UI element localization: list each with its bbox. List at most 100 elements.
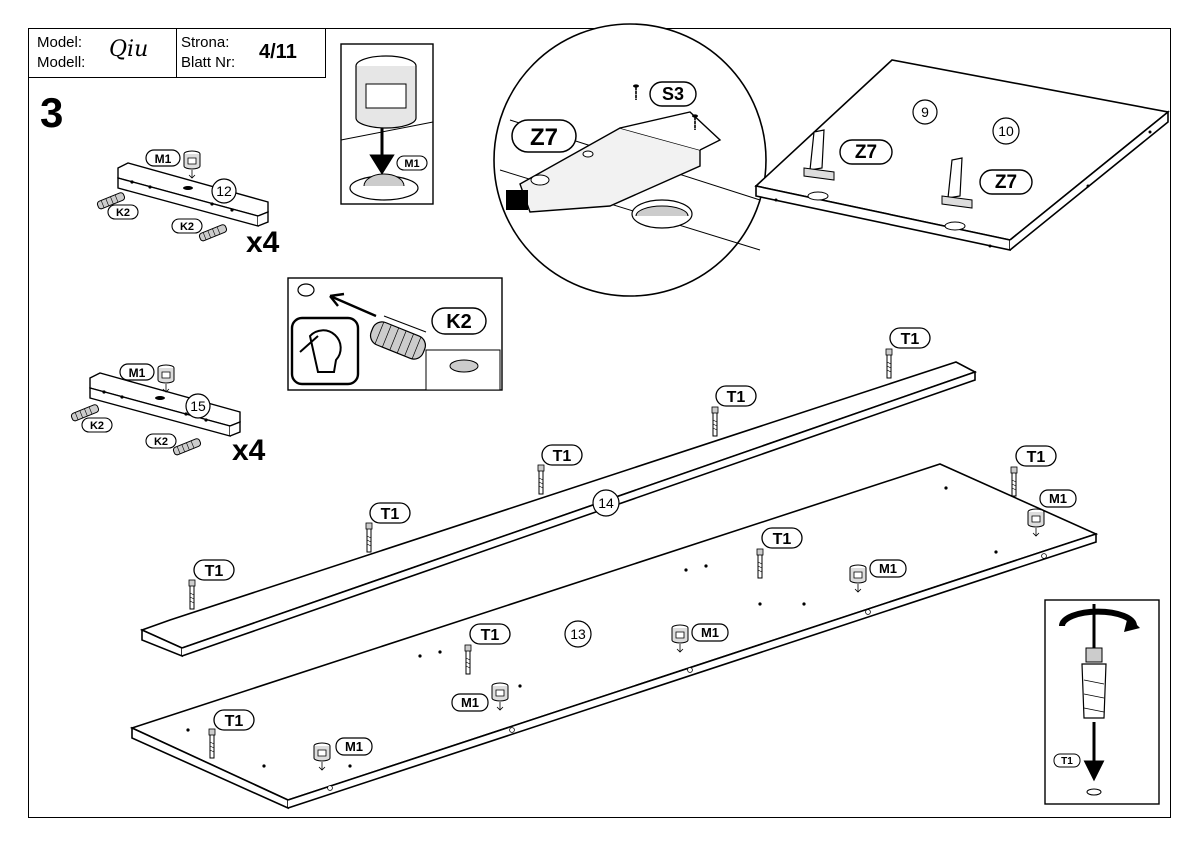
svg-text:T1: T1 <box>1061 756 1073 767</box>
part-label-10: 10 <box>992 117 1020 145</box>
svg-text:10: 10 <box>998 123 1014 139</box>
tag-t1-small: T1 <box>1053 753 1081 768</box>
svg-text:Z7: Z7 <box>995 172 1017 193</box>
t1-connector <box>365 522 373 553</box>
m1-cam-fitting <box>157 364 175 393</box>
svg-text:M1: M1 <box>461 695 479 710</box>
tag-s3: S3 <box>649 81 697 107</box>
svg-text:M1: M1 <box>404 158 419 170</box>
part-12-rail <box>117 162 269 227</box>
svg-text:12: 12 <box>216 183 232 199</box>
strona-label: Strona: <box>181 34 230 51</box>
t1-connector <box>711 406 719 437</box>
multiplier-part12: x4 <box>246 226 280 259</box>
svg-text:K2: K2 <box>446 311 472 333</box>
svg-text:T1: T1 <box>1027 449 1046 466</box>
svg-text:Z7: Z7 <box>855 142 877 163</box>
page-number: 4/11 <box>259 41 297 63</box>
multiplier-part15: x4 <box>232 434 266 467</box>
tag-k2: K2 <box>107 204 139 220</box>
svg-text:M1: M1 <box>155 152 172 166</box>
tag-k2: K2 <box>145 433 177 449</box>
svg-text:M1: M1 <box>1049 491 1067 506</box>
tag-t1: T1 <box>213 709 255 731</box>
part-label-15: 15 <box>185 393 211 419</box>
svg-text:T1: T1 <box>481 627 500 644</box>
svg-text:K2: K2 <box>180 221 194 233</box>
svg-text:T1: T1 <box>553 448 572 465</box>
svg-text:M1: M1 <box>129 366 146 380</box>
tag-k2: K2 <box>171 218 203 234</box>
t1-connector <box>464 644 472 675</box>
svg-text:14: 14 <box>598 495 614 511</box>
detail-cam-insert <box>340 43 434 205</box>
t1-connector <box>188 579 196 610</box>
model-cell: Model: Modell: Qiu <box>29 29 177 77</box>
z7-hinge <box>941 157 973 209</box>
t1-connector <box>537 464 545 495</box>
k2-dowel <box>172 437 202 457</box>
svg-text:9: 9 <box>921 104 929 120</box>
step-number: 3 <box>40 89 64 136</box>
tag-t1: T1 <box>1015 445 1057 467</box>
hardware-labels: M1 M1 M1 M1 M1 M1 M1 M1 K2 K2 K2 K2 K2 T… <box>81 81 1081 768</box>
tag-k2-large: K2 <box>431 307 487 335</box>
t1-connector <box>885 348 893 379</box>
svg-text:K2: K2 <box>154 436 168 448</box>
tag-t1: T1 <box>469 623 511 645</box>
tag-t1: T1 <box>193 559 235 581</box>
svg-text:13: 13 <box>570 626 586 642</box>
tag-m1: M1 <box>119 363 155 381</box>
svg-text:T1: T1 <box>205 563 224 580</box>
tag-t1: T1 <box>715 385 757 407</box>
svg-text:T1: T1 <box>727 389 746 406</box>
tag-m1: M1 <box>145 149 181 167</box>
blatt-label: Blatt Nr: <box>181 54 236 71</box>
svg-text:K2: K2 <box>116 207 130 219</box>
detail-screwdriver <box>1044 599 1160 805</box>
modell-label: Modell: <box>37 54 86 71</box>
tag-t1: T1 <box>761 527 803 549</box>
tag-m1: M1 <box>396 155 428 171</box>
tag-t1: T1 <box>369 502 411 524</box>
tag-z7: Z7 <box>979 169 1033 195</box>
tag-m1: M1 <box>1039 489 1077 508</box>
svg-text:S3: S3 <box>662 84 684 104</box>
part-labels: 9 10 12 13 14 15 <box>185 99 1020 648</box>
z7-hinge <box>803 129 835 181</box>
svg-text:M1: M1 <box>701 625 719 640</box>
tag-z7: Z7 <box>839 139 893 165</box>
tag-m1: M1 <box>691 623 729 642</box>
tag-t1: T1 <box>541 444 583 466</box>
tag-m1: M1 <box>869 559 907 578</box>
svg-text:K2: K2 <box>90 420 104 432</box>
svg-text:T1: T1 <box>901 331 920 348</box>
part-14-long-rail <box>139 361 978 658</box>
t1-connector <box>1010 466 1018 497</box>
part-label-14: 14 <box>592 489 620 517</box>
svg-text:M1: M1 <box>345 739 363 754</box>
model-name: Qiu <box>109 37 149 62</box>
svg-text:Z7: Z7 <box>530 124 558 151</box>
t1-connector <box>756 548 764 579</box>
door-panel <box>754 59 1170 251</box>
part-label-9: 9 <box>912 99 938 125</box>
svg-text:T1: T1 <box>773 531 792 548</box>
tag-z7-large: Z7 <box>511 119 577 153</box>
title-block: Model: Modell: Qiu Strona: Blatt Nr: 4/1… <box>28 28 326 78</box>
part-13-bottom-panel <box>129 463 1099 810</box>
svg-text:M1: M1 <box>879 561 897 576</box>
t1-connector <box>208 728 216 759</box>
svg-text:T1: T1 <box>381 506 400 523</box>
detail-hinge <box>493 23 767 297</box>
svg-text:15: 15 <box>190 398 206 414</box>
tag-t1: T1 <box>889 327 931 349</box>
k2-dowel <box>198 223 228 243</box>
page-cell: Strona: Blatt Nr: 4/11 <box>177 29 327 77</box>
tag-m1: M1 <box>335 737 373 756</box>
part-label-12: 12 <box>211 178 237 204</box>
tag-k2: K2 <box>81 417 113 433</box>
part-label-13: 13 <box>564 620 592 648</box>
